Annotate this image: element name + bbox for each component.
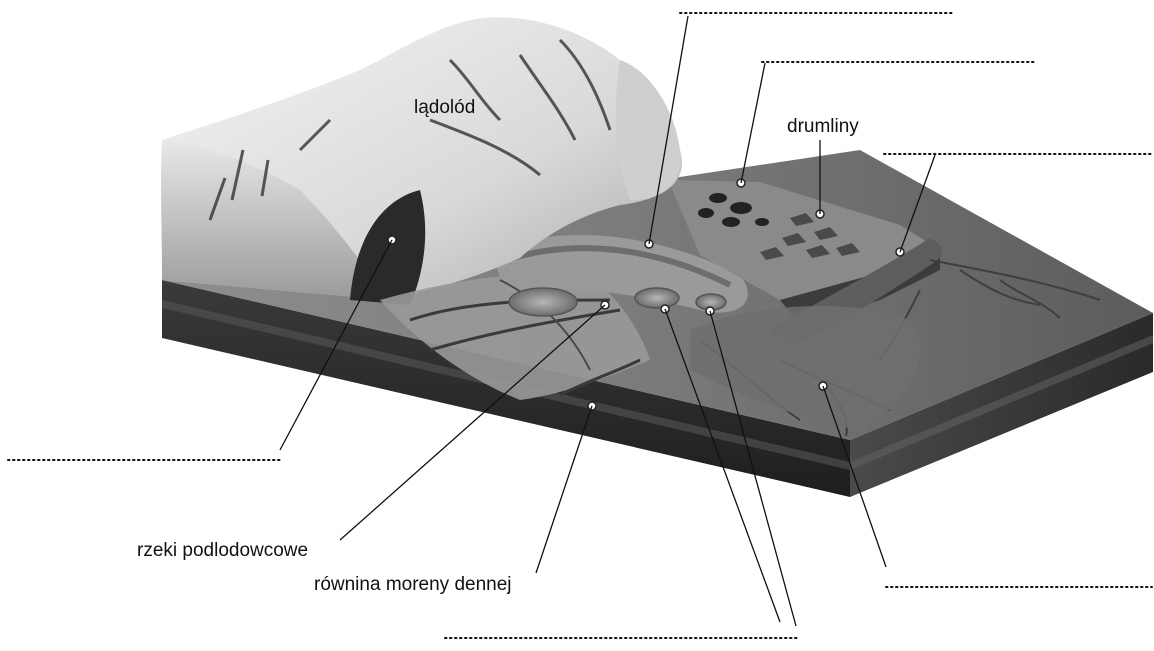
label-rownina-moreny-dennej: równina moreny dennej	[314, 574, 512, 596]
label-drumliny: drumliny	[787, 116, 859, 138]
label-ladolod: lądolód	[414, 97, 475, 119]
label-rzeki-podlodowcowe: rzeki podlodowcowe	[137, 540, 308, 562]
